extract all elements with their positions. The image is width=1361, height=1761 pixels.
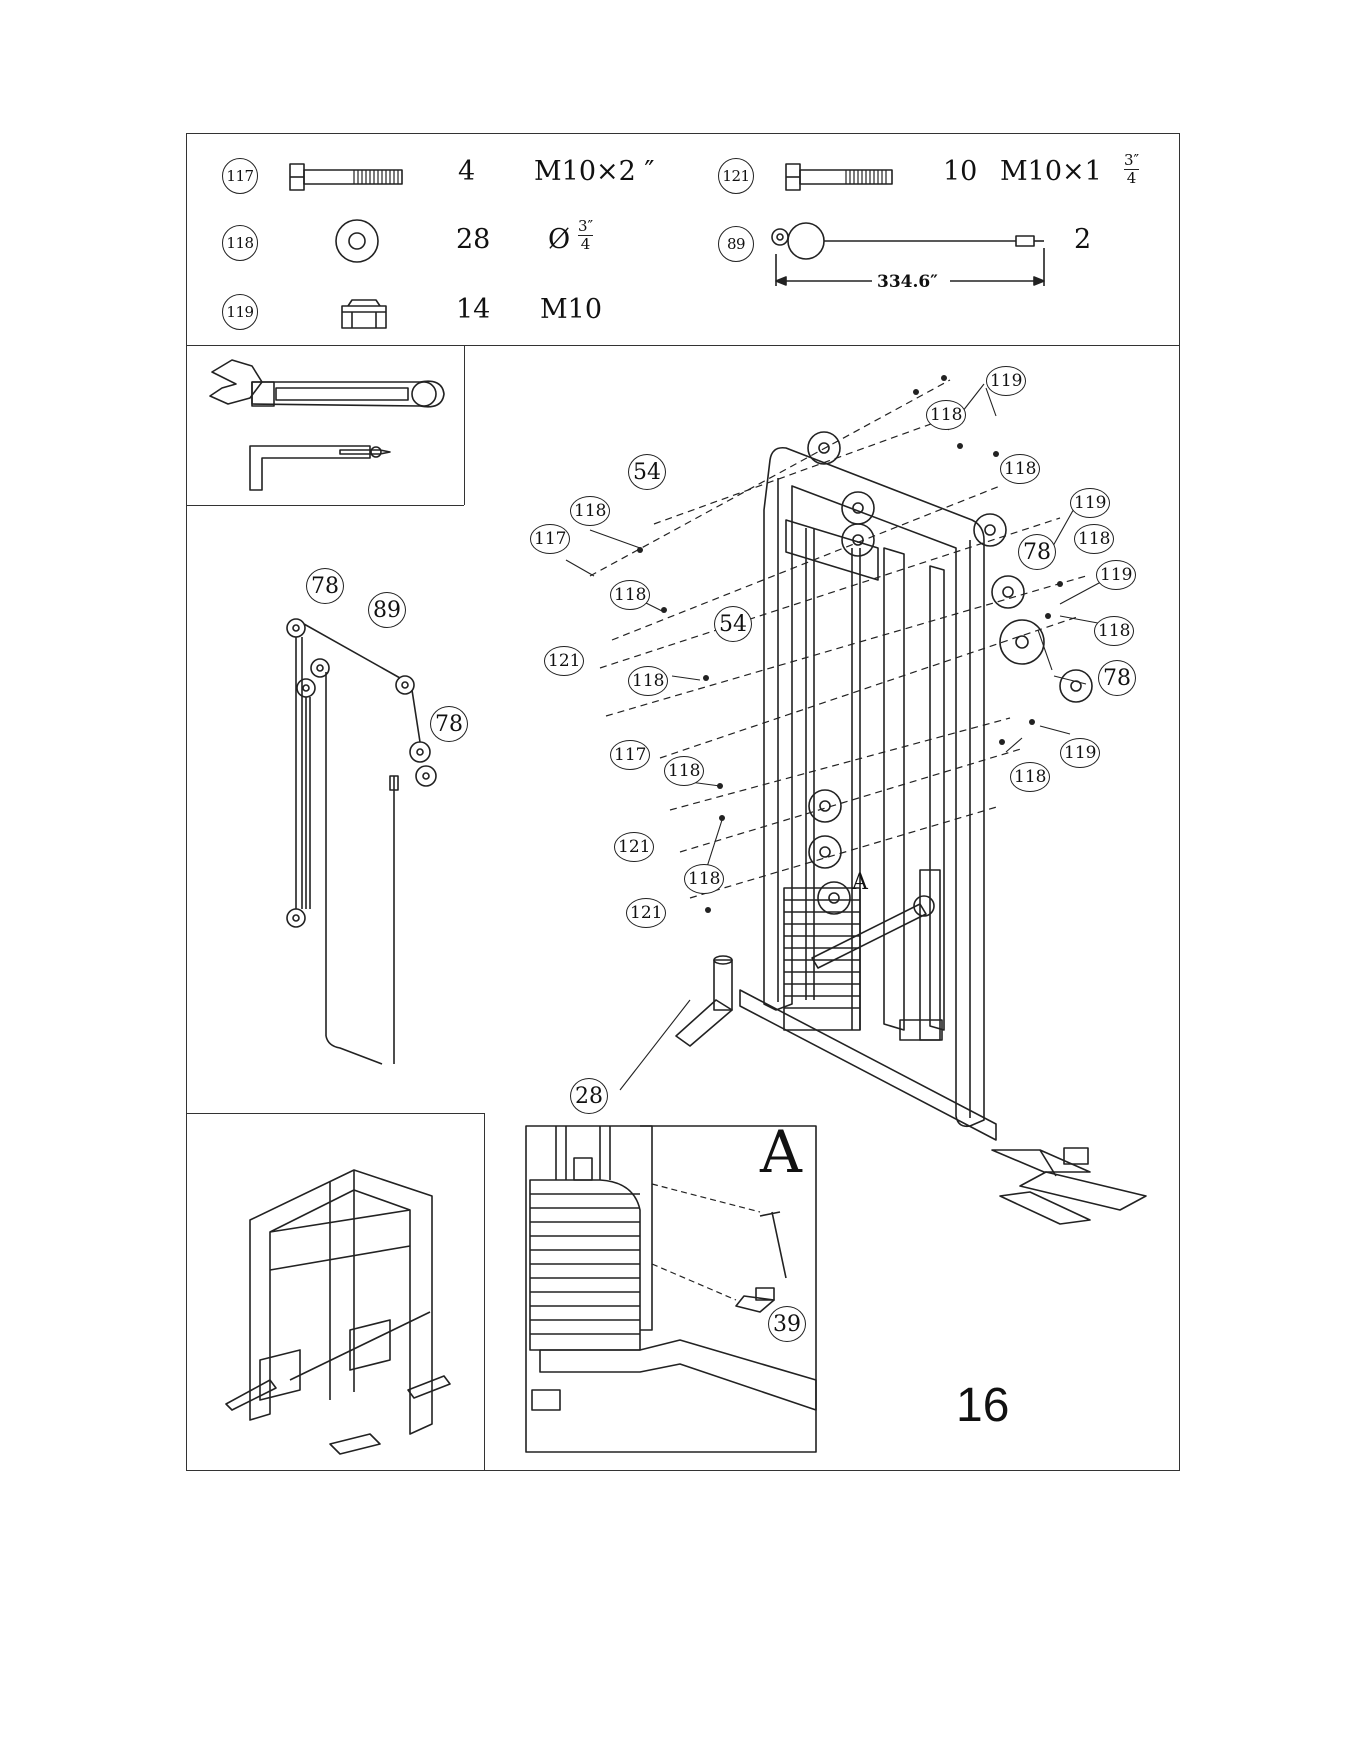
callout-54: 54 — [714, 606, 752, 642]
detail-a-leaders — [652, 1184, 760, 1300]
machine-frame-drawing — [676, 432, 1146, 1224]
callout-28: 28 — [570, 1078, 608, 1114]
hex-bolt-icon — [786, 164, 892, 190]
hex-bolt-icon — [290, 164, 402, 190]
callout-89: 89 — [368, 592, 406, 628]
page-number: 16 — [956, 1378, 1009, 1433]
washer-icon — [336, 220, 378, 262]
callout-54: 54 — [628, 454, 666, 490]
screwdriver-icon — [340, 447, 390, 457]
callout-78: 78 — [1098, 660, 1136, 696]
callout-78: 78 — [1018, 534, 1056, 570]
callout-39: 39 — [768, 1306, 806, 1342]
detail-view-marker: A — [852, 870, 868, 895]
overview-drawing — [226, 1170, 450, 1454]
adjustable-wrench-icon — [210, 360, 444, 407]
callout-78: 78 — [306, 568, 344, 604]
fastener-markers — [637, 375, 1063, 913]
allen-key-icon — [250, 446, 370, 490]
cable-icon — [772, 223, 1044, 286]
callout-78: 78 — [430, 706, 468, 742]
cable-routing-drawing — [287, 619, 436, 1064]
detail-letter: A — [760, 1118, 802, 1186]
nylock-nut-icon — [342, 300, 386, 328]
